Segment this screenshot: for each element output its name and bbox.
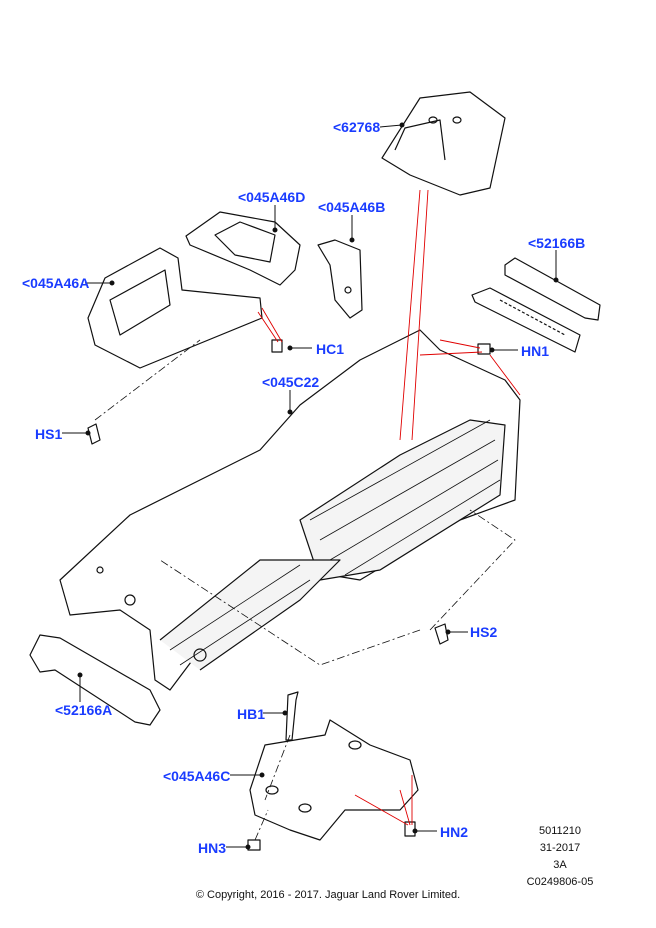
reference-number: 5011210 — [538, 825, 581, 837]
callout-045C22[interactable]: <045C22 — [262, 374, 320, 390]
callout-HN2[interactable]: HN2 — [440, 824, 469, 840]
callout-HC1[interactable]: HC1 — [316, 341, 345, 357]
part-62768-cover — [381, 91, 506, 196]
reference-revision: 3A — [553, 859, 567, 871]
part-045A46B-bracket — [317, 239, 363, 319]
callout-HS1[interactable]: HS1 — [35, 426, 63, 442]
callout-52166A[interactable]: <52166A — [55, 702, 113, 718]
callout-HN1[interactable]: HN1 — [521, 343, 550, 359]
callout-52166B[interactable]: <52166B — [528, 235, 586, 251]
assembly-lines — [94, 339, 516, 841]
part-045A46C-bracket — [249, 719, 419, 841]
screw-HS1 — [87, 423, 101, 445]
clip-HC1 — [271, 339, 283, 353]
callout-045A46A[interactable]: <045A46A — [22, 275, 90, 291]
callout-HN3[interactable]: HN3 — [198, 840, 227, 856]
callout-HB1[interactable]: HB1 — [237, 706, 266, 722]
part-52166A-trim — [29, 634, 161, 726]
part-045A46D-bracket — [185, 211, 301, 286]
callout-62768[interactable]: <62768 — [333, 119, 381, 135]
red-leader-lines — [257, 189, 521, 826]
part-045A46A-bracket — [87, 247, 263, 369]
reference-code: C0249806-05 — [526, 876, 594, 888]
leader-lines — [62, 122, 559, 850]
callout-045A46B[interactable]: <045A46B — [318, 199, 386, 215]
part-045C22-console-housing — [59, 329, 521, 691]
bolt-HB1 — [285, 691, 299, 741]
copyright-notice: © Copyright, 2016 - 2017. Jaguar Land Ro… — [195, 889, 461, 901]
callout-HS2[interactable]: HS2 — [470, 624, 498, 640]
part-52166B-trim — [471, 257, 601, 353]
callout-045A46D[interactable]: <045A46D — [238, 189, 306, 205]
reference-date: 31-2017 — [539, 842, 581, 854]
callout-045A46C[interactable]: <045A46C — [163, 768, 231, 784]
screw-HS2 — [434, 623, 449, 645]
